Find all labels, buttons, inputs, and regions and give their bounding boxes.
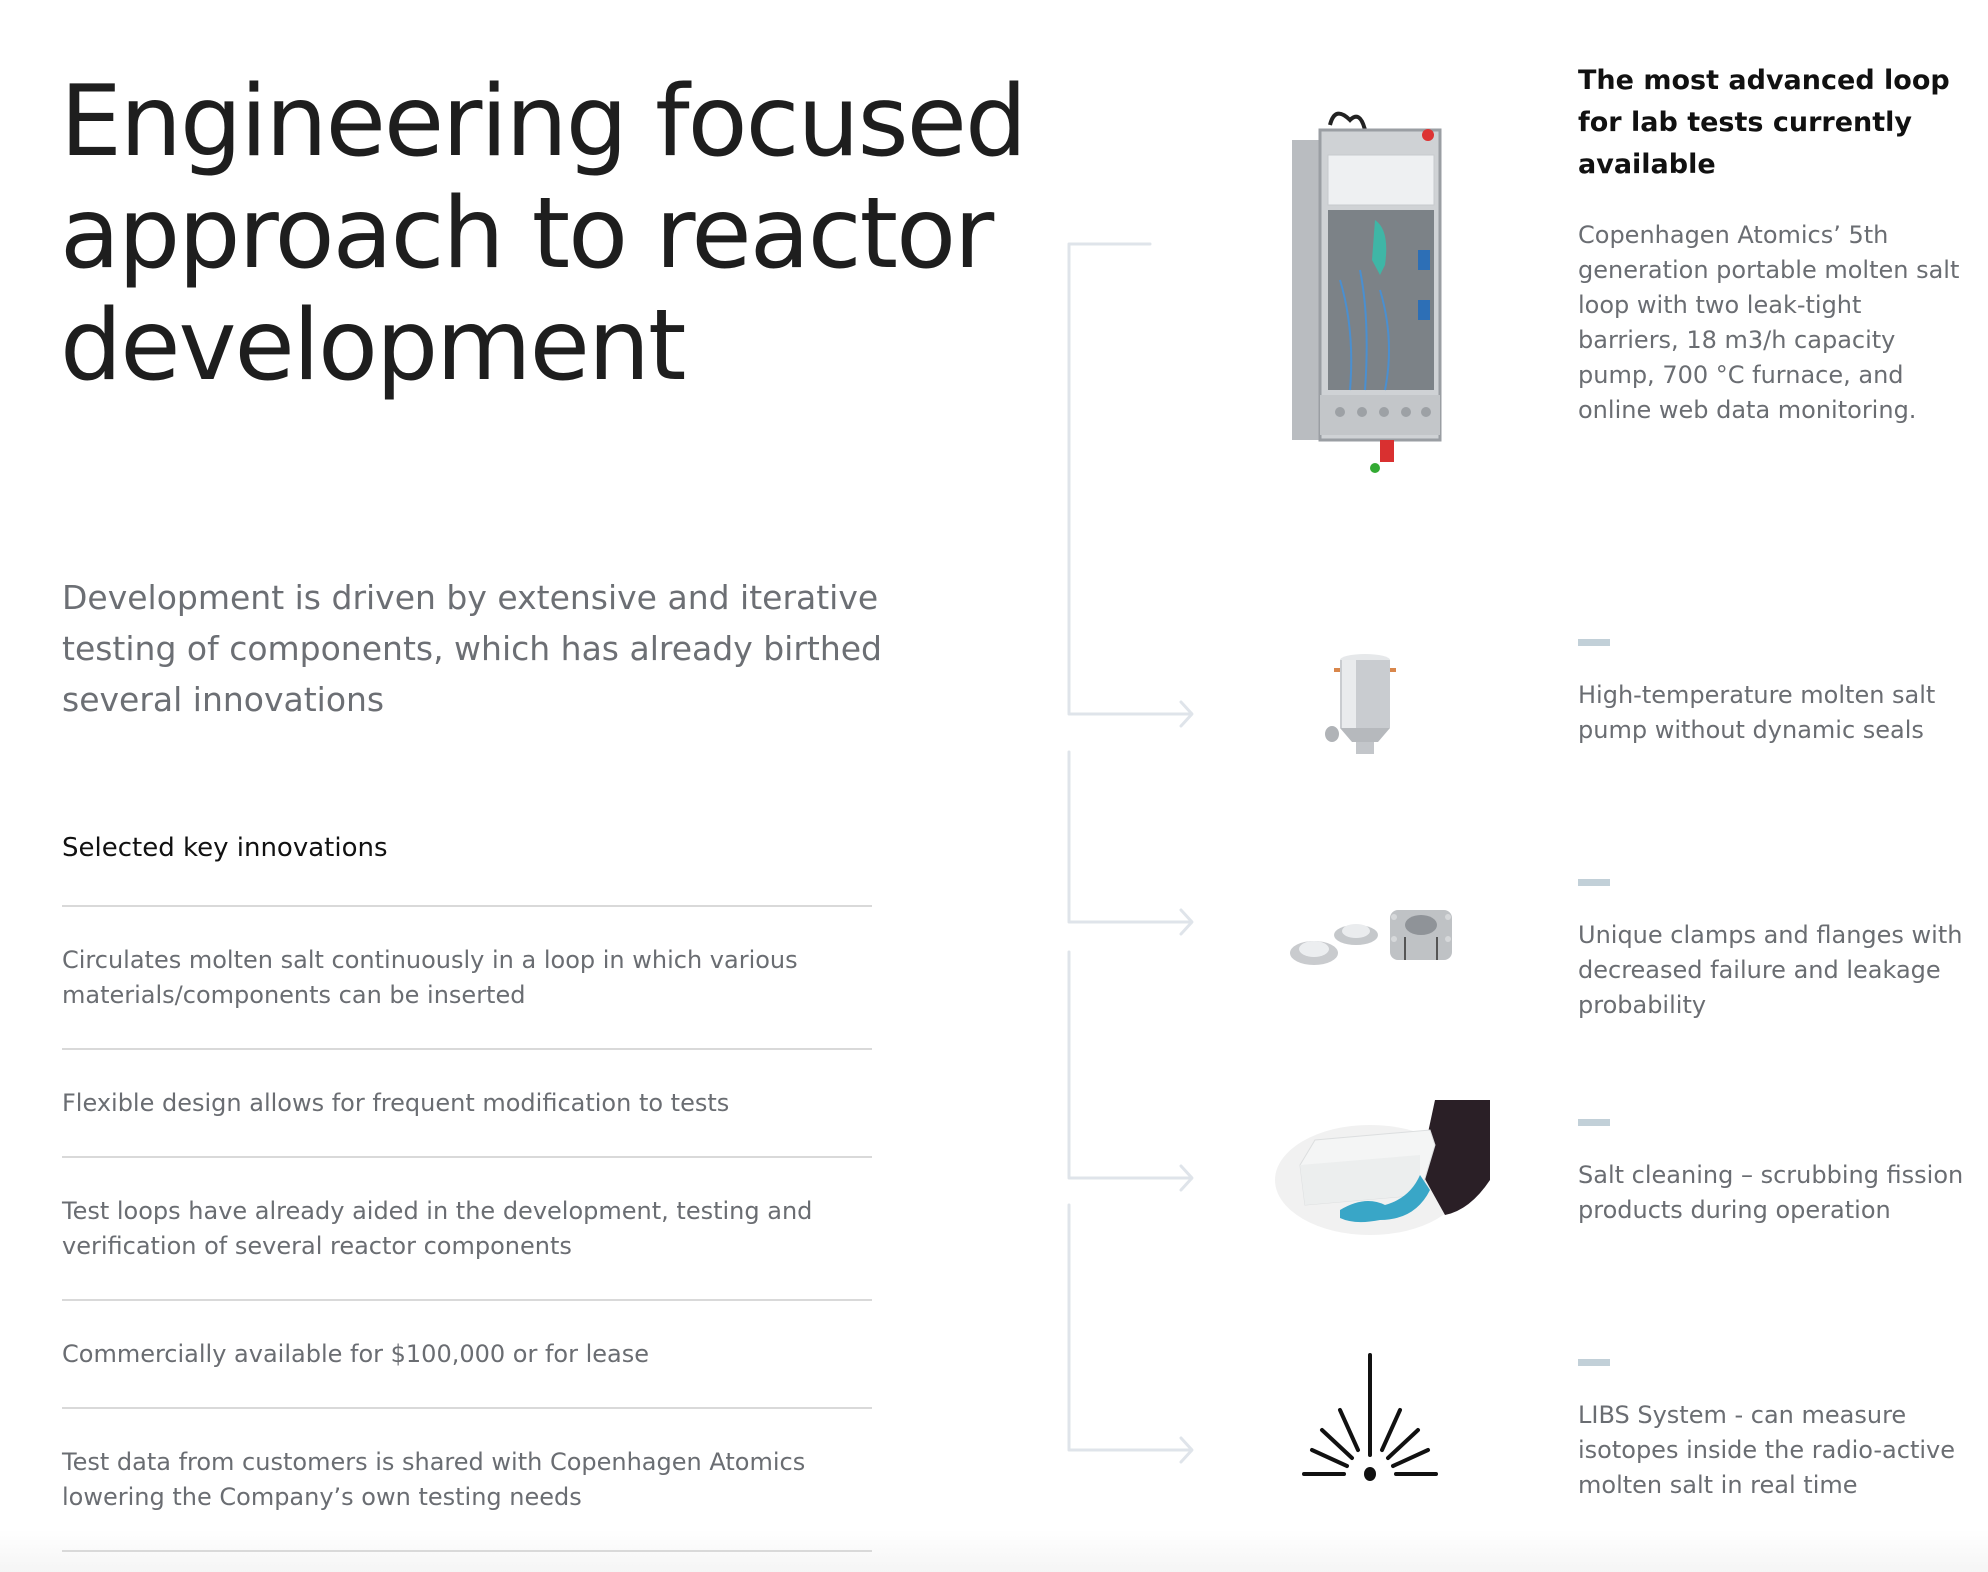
dash-marker xyxy=(1578,1119,1610,1126)
dash-marker xyxy=(1578,1359,1610,1366)
list-item: Test loops have already aided in the dev… xyxy=(62,1158,872,1301)
laser-spark-icon xyxy=(1302,1353,1438,1481)
salt-block-hand-image xyxy=(1275,1100,1490,1235)
feature-text-libs: LIBS System - can measure isotopes insid… xyxy=(1578,1401,1955,1499)
feature-text-pump: High-temperature molten salt pump withou… xyxy=(1578,681,1936,744)
list-item: Commercially available for $100,000 or f… xyxy=(62,1301,872,1409)
list-item: Flexible design allows for frequent modi… xyxy=(62,1050,872,1158)
dash-marker xyxy=(1578,639,1610,646)
feature-main-title: The most advanced loop for lab tests cur… xyxy=(1578,65,1950,180)
lead-paragraph: Development is driven by extensive and i… xyxy=(62,578,883,719)
feature-text-salt-cleaning: Salt cleaning – scrubbing fission produc… xyxy=(1578,1161,1964,1224)
innovations-heading: Selected key innovations xyxy=(62,833,388,863)
innovations-list: Circulates molten salt continuously in a… xyxy=(62,905,872,1552)
list-item: Test data from customers is shared with … xyxy=(62,1409,872,1552)
dash-marker xyxy=(1578,879,1610,886)
salt-loop-cabinet-image xyxy=(1292,111,1442,473)
pump-image xyxy=(1325,654,1396,754)
connector-lines xyxy=(1067,242,1194,1464)
feature-text-clamps: Unique clamps and flanges with decreased… xyxy=(1578,921,1963,1019)
clamps-flanges-image xyxy=(1290,910,1452,965)
feature-main-description: Copenhagen Atomics’ 5th generation porta… xyxy=(1578,221,1960,424)
page-headline: Engineering focused approach to reactor … xyxy=(60,65,1027,403)
list-item: Circulates molten salt continuously in a… xyxy=(62,907,872,1050)
